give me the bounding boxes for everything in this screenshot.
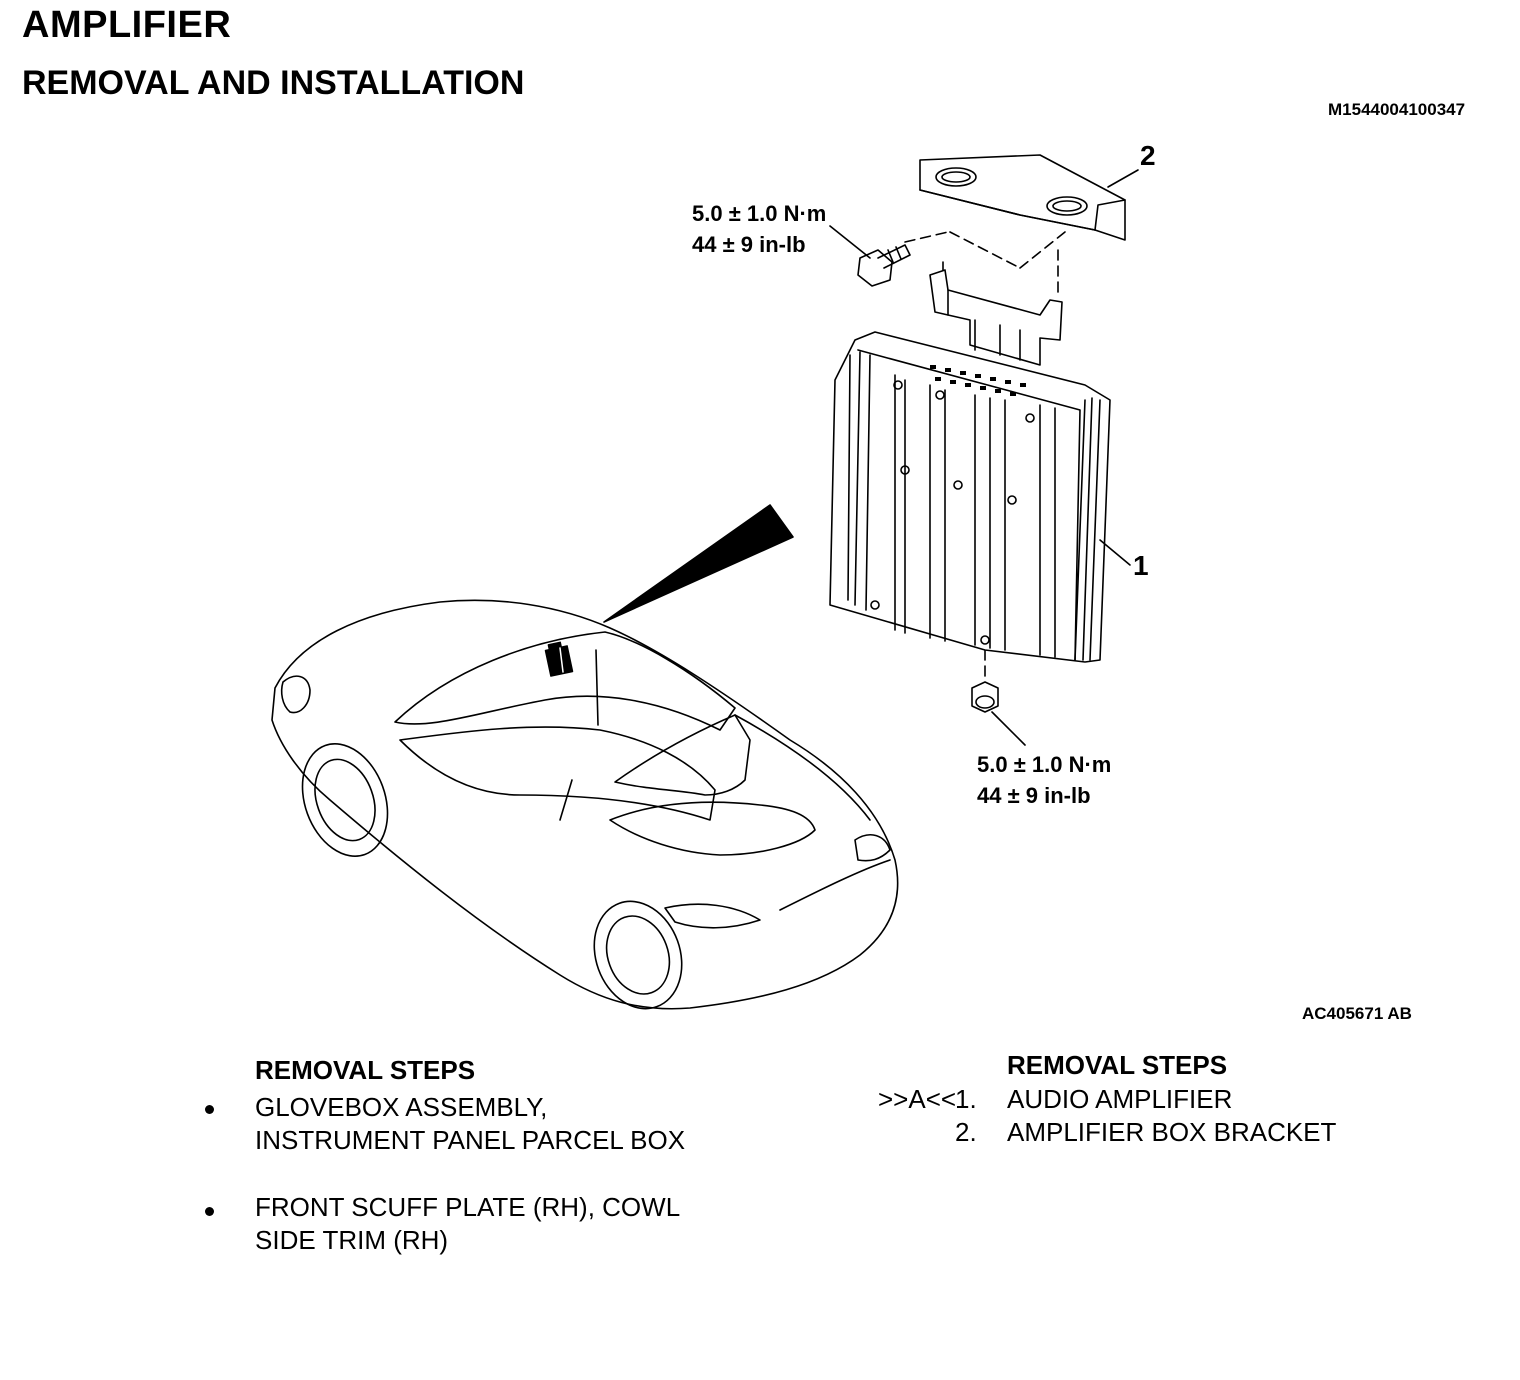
bullet-icon (205, 1105, 214, 1114)
audio-amplifier (829, 269, 1131, 663)
vehicle-illustration (271, 599, 899, 1010)
step-label: AUDIO AMPLIFIER (1007, 1084, 1233, 1114)
torque-imperial: 44 ± 9 in-lb (692, 232, 806, 257)
callout-amplifier: 1 (1133, 550, 1149, 581)
torque-imperial: 44 ± 9 in-lb (977, 783, 1091, 808)
top-bolt-icon (829, 225, 911, 287)
torque-metric: 5.0 ± 1.0 N·m (977, 752, 1112, 777)
step-label: AMPLIFIER BOX BRACKET (1007, 1117, 1337, 1147)
preliminary-step: FRONT SCUFF PLATE (RH), COWL SIDE TRIM (… (255, 1191, 680, 1257)
torque-spec-top: 5.0 ± 1.0 N·m 44 ± 9 in-lb (692, 198, 826, 260)
bottom-bolt-icon (971, 681, 1026, 746)
step-line: FRONT SCUFF PLATE (RH), COWL (255, 1192, 681, 1222)
figure-code: AC405671 AB (1302, 1004, 1412, 1023)
step-line: SIDE TRIM (RH) (255, 1225, 449, 1255)
step-number: 2. (955, 1117, 977, 1147)
torque-spec-bottom: 5.0 ± 1.0 N·m 44 ± 9 in-lb (977, 749, 1111, 811)
bullet-icon (205, 1207, 214, 1216)
document-id: M1544004100347 (1328, 100, 1466, 119)
removal-steps-heading: REMOVAL STEPS (1007, 1050, 1228, 1080)
preliminary-step: GLOVEBOX ASSEMBLY, INSTRUMENT PANEL PARC… (255, 1091, 685, 1157)
page-subtitle: REMOVAL AND INSTALLATION (22, 64, 525, 102)
service-point-marker: >>A<< (878, 1084, 957, 1114)
location-pointer (603, 504, 794, 623)
alignment-lines (904, 231, 1066, 681)
torque-metric: 5.0 ± 1.0 N·m (692, 201, 827, 226)
removal-steps-heading: REMOVAL STEPS (255, 1055, 476, 1085)
page-title: AMPLIFIER (22, 4, 232, 46)
callout-bracket: 2 (1140, 140, 1156, 171)
step-number: 1. (955, 1084, 977, 1114)
step-line: INSTRUMENT PANEL PARCEL BOX (255, 1125, 686, 1155)
step-line: GLOVEBOX ASSEMBLY, (255, 1092, 548, 1122)
amplifier-box-bracket (919, 154, 1139, 241)
